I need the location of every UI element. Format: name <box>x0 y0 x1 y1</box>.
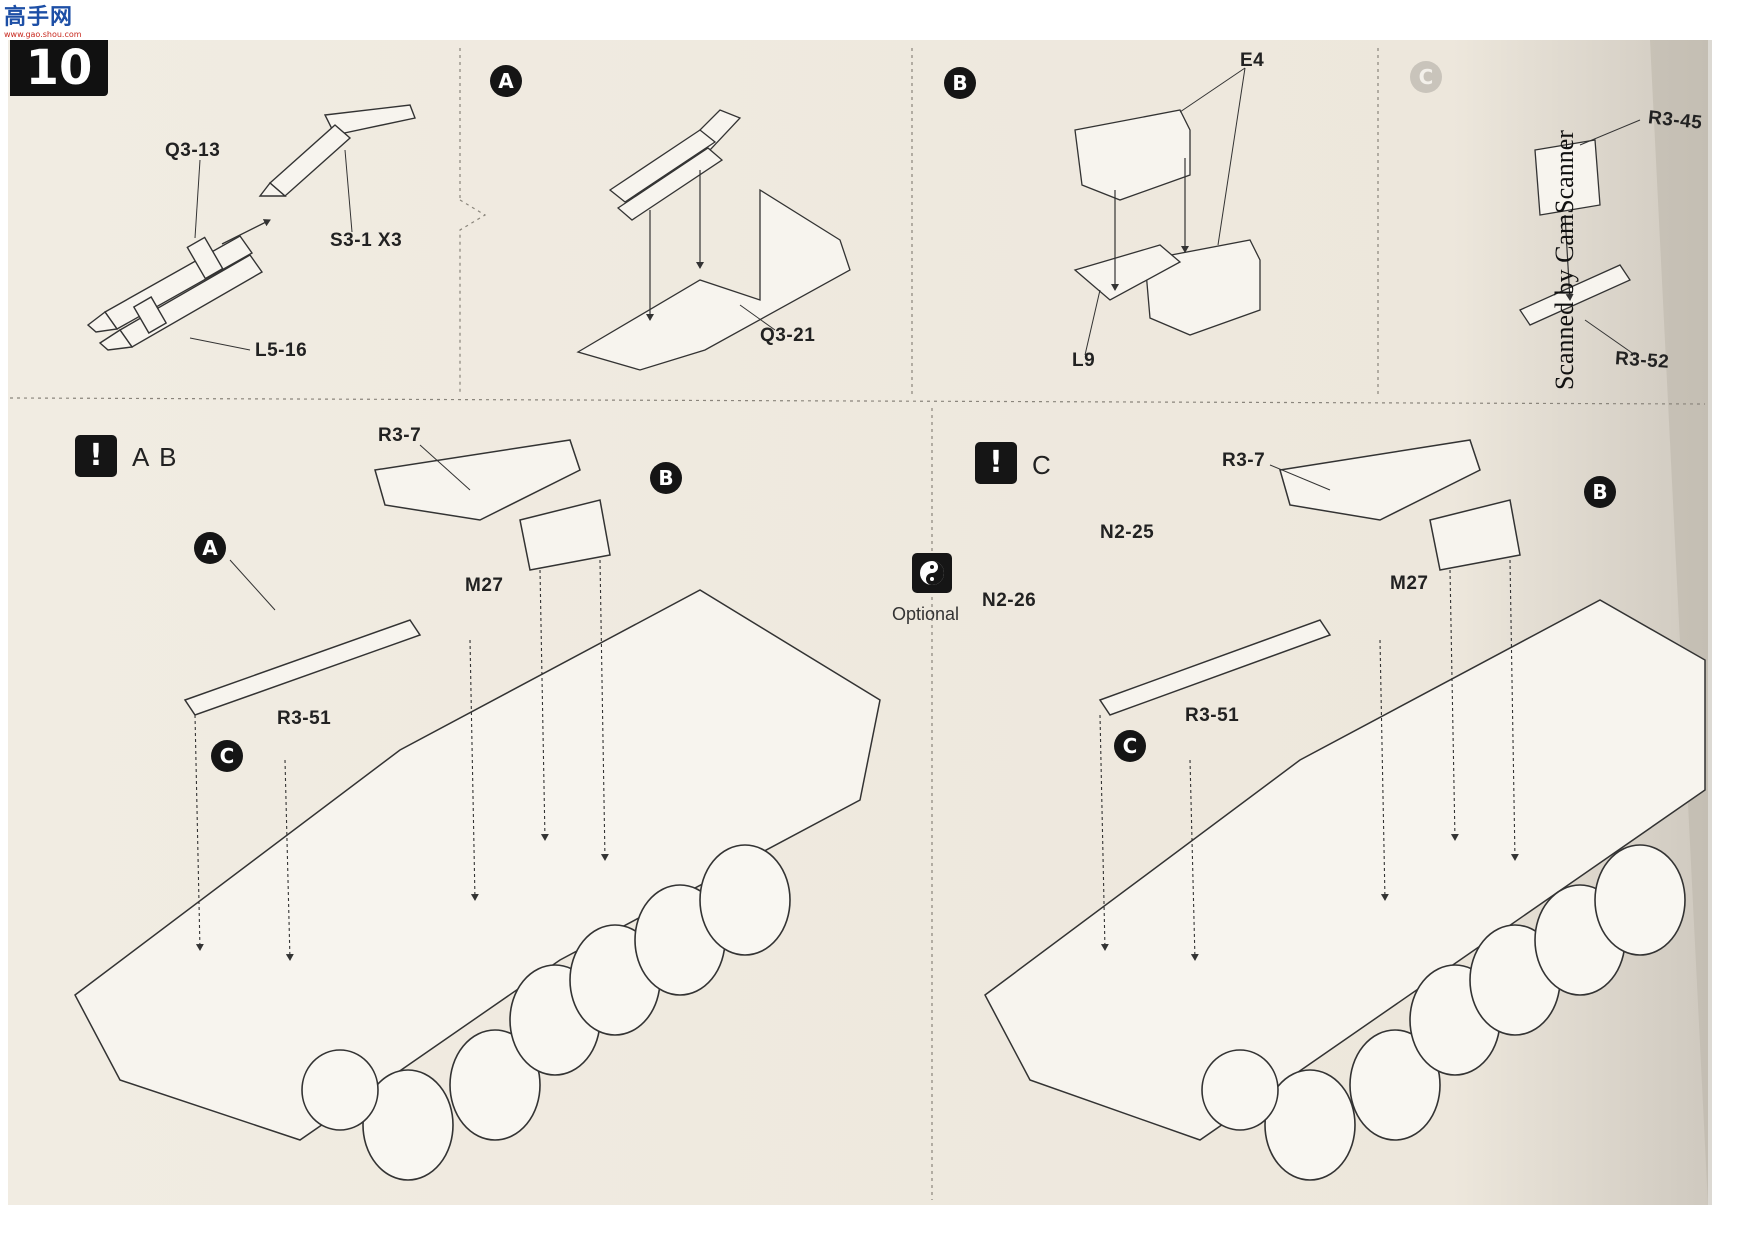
scanner-watermark: Scanned by CamScanner <box>1550 130 1579 390</box>
radio-bracket-arrow <box>1564 214 1574 301</box>
optional-label: Optional <box>892 604 960 624</box>
variant-label-ab: A B <box>132 442 179 472</box>
optional-yin-yang-icon <box>920 561 944 585</box>
badge-c-right: C <box>1114 730 1146 762</box>
part-label-r3-51-left: R3-51 <box>277 708 332 729</box>
part-label-r3-51-right: R3-51 <box>1185 705 1240 726</box>
page-shadow <box>1650 40 1712 1205</box>
ammo-rack-subassembly <box>86 104 416 351</box>
badge-b-top: B <box>944 67 976 99</box>
floor-plate-a-arrows <box>646 170 704 321</box>
leader-lines <box>189 67 1641 611</box>
part-label-q3-21: Q3-21 <box>760 325 816 346</box>
badge-b-right: B <box>1584 476 1616 508</box>
part-label-r3-52: R3-52 <box>1614 348 1670 373</box>
warning-icon-ab: ! <box>75 435 117 477</box>
ammo-box-arrows-b <box>1111 158 1189 291</box>
part-label-n2-26: N2-26 <box>982 590 1037 611</box>
site-logo: 高手网 www.gao.shou.com <box>4 5 82 40</box>
section-dividers <box>9 48 1706 1200</box>
optional-icon <box>912 553 952 593</box>
badge-a-top: A <box>490 65 522 97</box>
hull-ab-guide-arrows <box>194 559 609 961</box>
hull-c-guide-arrows <box>1099 559 1519 961</box>
part-label-l5-16: L5-16 <box>255 340 308 361</box>
ammo-insert-arrow <box>221 219 271 245</box>
part-label-r3-7-right: R3-7 <box>1222 450 1266 471</box>
radio-bracket-c <box>1519 139 1631 326</box>
variant-label-c: C <box>1032 450 1053 480</box>
badge-a-left: A <box>194 532 226 564</box>
site-logo-text: 高手网 <box>4 5 74 30</box>
part-label-q3-13: Q3-13 <box>165 140 221 161</box>
warning-icon-c: ! <box>975 442 1017 484</box>
part-label-r3-7-left: R3-7 <box>378 425 422 446</box>
hull-road-wheels-ab <box>301 844 791 1181</box>
hull-road-wheels-c <box>1201 844 1686 1181</box>
site-logo-url: www.gao.shou.com <box>4 30 82 39</box>
badge-c-left: C <box>211 740 243 772</box>
part-label-n2-25: N2-25 <box>1100 522 1155 543</box>
hull-assembly-ab <box>74 439 881 1141</box>
badge-b-left: B <box>650 462 682 494</box>
part-label-m27-right: M27 <box>1390 573 1429 594</box>
ammo-box-assembly-b <box>1073 109 1261 336</box>
part-label-m27-left: M27 <box>465 575 504 596</box>
badge-c-top: C <box>1410 61 1442 93</box>
part-label-e4: E4 <box>1240 50 1265 71</box>
hull-assembly-c <box>984 439 1706 1141</box>
step-number: 10 <box>10 40 108 96</box>
floor-plate-a <box>576 109 851 371</box>
part-label-l9: L9 <box>1072 350 1096 371</box>
part-label-s3-1-x3: S3-1 X3 <box>330 230 403 251</box>
